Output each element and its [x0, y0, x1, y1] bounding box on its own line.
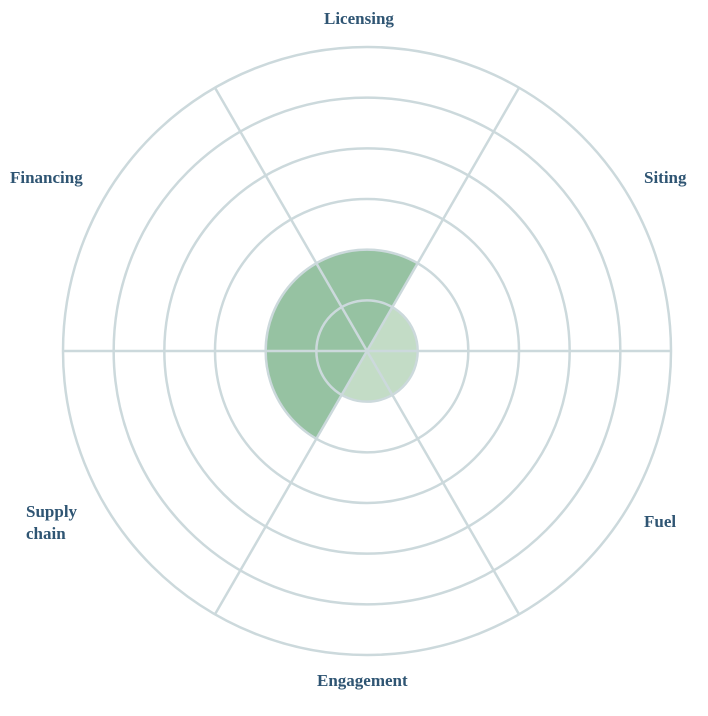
segment-engagement	[341, 351, 393, 402]
category-label-engagement: Engagement	[317, 671, 408, 690]
chart-segments	[265, 249, 418, 439]
grid-spoke	[365, 87, 521, 352]
chart-grid	[61, 45, 673, 657]
category-label-financing: Financing	[10, 168, 83, 187]
grid-spoke	[213, 350, 369, 615]
category-label-licensing: Licensing	[324, 9, 394, 28]
category-label-siting: Siting	[644, 168, 687, 187]
grid-spoke	[213, 87, 369, 352]
grid-spoke	[365, 350, 521, 615]
category-label-supply-chain: Supply chain	[26, 502, 78, 543]
category-label-fuel: Fuel	[644, 512, 677, 531]
